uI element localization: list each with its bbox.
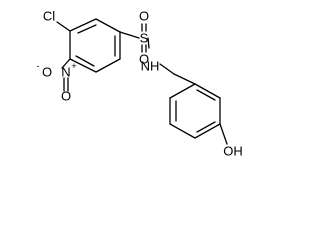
bond bbox=[196, 121, 216, 133]
bond-lines bbox=[56, 18, 228, 145]
bond bbox=[194, 83, 221, 99]
chemical-structure: Cl S O O NH N + O - O OH bbox=[37, 9, 243, 159]
bond bbox=[169, 83, 196, 99]
nitro-oxygen-label: O bbox=[61, 89, 71, 104]
bond bbox=[69, 18, 97, 32]
bond bbox=[69, 58, 97, 73]
bond bbox=[75, 55, 95, 67]
bond bbox=[95, 18, 121, 33]
bond bbox=[147, 37, 150, 49]
nitro-nitrogen-charge: + bbox=[71, 61, 76, 71]
hydroxyl-label: OH bbox=[223, 144, 243, 159]
bond bbox=[61, 58, 71, 69]
sulfonyl-oxygen-lower-label: O bbox=[139, 52, 149, 67]
bond bbox=[196, 89, 216, 101]
amine-label: NH bbox=[141, 59, 160, 74]
sulfonyl-oxygen-upper-label: O bbox=[139, 9, 149, 24]
bond bbox=[219, 123, 228, 145]
sulfur-label: S bbox=[140, 31, 149, 46]
atom-labels: Cl S O O NH N + O - O OH bbox=[37, 9, 243, 159]
nitro-nitrogen-label: N bbox=[61, 65, 70, 80]
bond bbox=[77, 24, 97, 34]
bond bbox=[194, 123, 221, 139]
bond bbox=[56, 21, 71, 32]
nitro-oxygen-minus-label: O bbox=[42, 65, 52, 80]
bond bbox=[95, 58, 121, 73]
bond bbox=[159, 63, 175, 75]
chlorine-label: Cl bbox=[43, 9, 55, 24]
nitro-oxygen-minus-charge: - bbox=[37, 61, 40, 71]
bond bbox=[173, 73, 196, 85]
bond bbox=[169, 123, 196, 139]
bond bbox=[119, 31, 140, 39]
